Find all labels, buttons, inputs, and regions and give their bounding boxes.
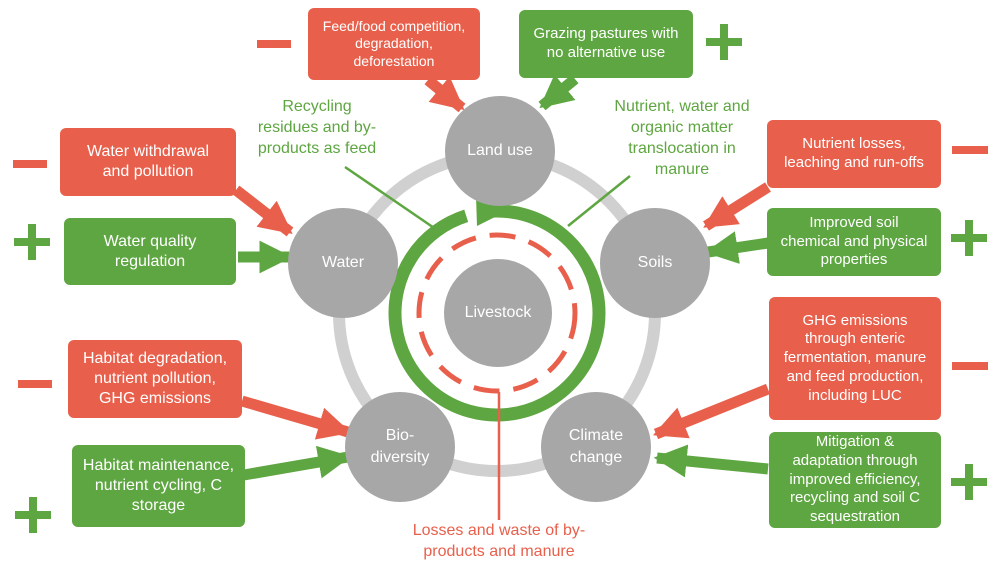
recycling-pointer xyxy=(344,165,441,234)
habitat-maintenance-arrow xyxy=(243,445,352,481)
box-soil-properties: Improved soil chemical and physical prop… xyxy=(767,208,941,276)
annotation-recycling: Recycling residues and by- products as f… xyxy=(257,98,377,158)
soil-properties-arrow xyxy=(704,231,769,264)
box-habitat-degradation: Habitat degradation, nutrient pollution,… xyxy=(68,340,242,418)
mitigation-arrow xyxy=(653,444,769,478)
translocation-pointer xyxy=(567,175,631,227)
plus-icon-soil-properties xyxy=(951,220,987,256)
annotation-translocation: Nutrient, water and organic matter trans… xyxy=(614,98,750,179)
nutrient-losses-arrow xyxy=(703,182,771,231)
node-livestock: Livestock xyxy=(444,259,552,367)
node-biodiversity: Bio- diversity xyxy=(345,392,455,502)
node-soils: Soils xyxy=(600,208,710,318)
annotation-losses: Losses and waste of by- products and man… xyxy=(412,522,586,561)
plus-icon-water-quality xyxy=(14,224,50,260)
plus-icon-habitat-maintenance xyxy=(15,497,51,533)
box-nutrient-losses: Nutrient losses, leaching and run-offs xyxy=(767,120,941,188)
grazing-pastures-arrow xyxy=(538,74,579,111)
minus-icon-feed-competition xyxy=(257,40,291,48)
feed-competition-arrow xyxy=(424,75,466,113)
box-feed-competition: Feed/food competition, degradation, defo… xyxy=(308,8,480,80)
plus-icon-mitigation xyxy=(951,464,987,500)
minus-icon-nutrient-losses xyxy=(952,146,988,154)
habitat-degradation-arrow xyxy=(240,395,352,440)
node-water: Water xyxy=(288,208,398,318)
minus-icon-ghg-emissions xyxy=(952,362,988,370)
water-withdrawal-arrow xyxy=(232,185,294,237)
red-dashed-ring xyxy=(416,232,578,394)
box-ghg-emissions: GHG emissions through enteric fermentati… xyxy=(769,297,941,420)
ghg-emissions-arrow xyxy=(652,383,771,440)
box-water-withdrawal: Water withdrawal and pollution xyxy=(60,128,236,196)
node-land-use: Land use xyxy=(445,96,555,206)
plus-icon-grazing-pastures xyxy=(706,24,742,60)
box-habitat-maintenance: Habitat maintenance, nutrient cycling, C… xyxy=(72,445,245,527)
box-mitigation: Mitigation & adaptation through improved… xyxy=(769,432,941,528)
minus-icon-habitat-degradation xyxy=(18,380,52,388)
box-grazing-pastures: Grazing pastures with no alternative use xyxy=(519,10,693,78)
minus-icon-water-withdrawal xyxy=(13,160,47,168)
node-climate-change: Climate change xyxy=(541,392,651,502)
box-water-quality: Water quality regulation xyxy=(64,218,236,285)
